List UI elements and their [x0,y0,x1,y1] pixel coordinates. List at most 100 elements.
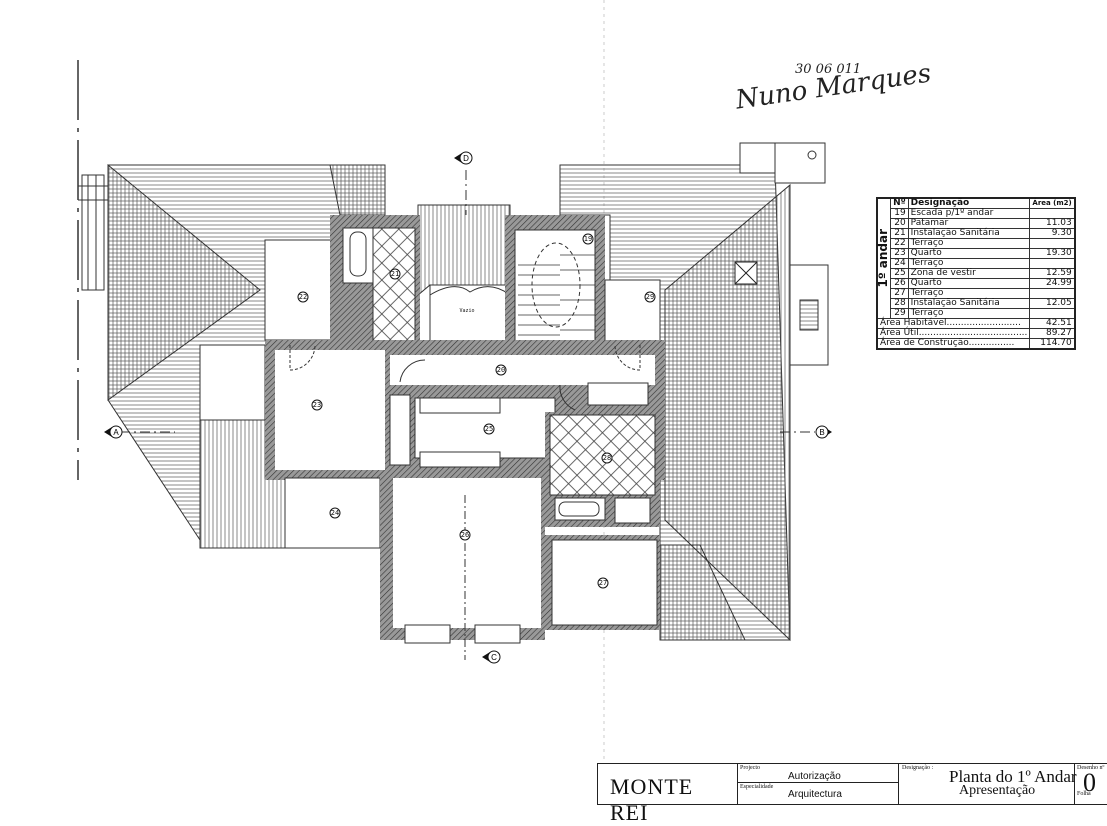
cell-num: 22 [890,238,909,249]
room-label-21: 21 [389,268,401,280]
cell-area [1029,258,1076,269]
svg-text:25: 25 [485,425,493,433]
total-value: 42.51 [1029,318,1076,329]
roof-center [417,204,511,297]
logo: MONTE REI [598,764,738,825]
cell-designation: Quarto [907,278,1031,289]
section-marker-a: A [104,425,123,439]
cell-area [1029,208,1076,219]
room-label-25: 25 [483,423,495,435]
area-table-header: 1º andar Nº Designação Área (m2) [876,197,1076,319]
cell-designation: Zona de vestir [907,268,1031,279]
specialty-label: Especialidade [740,784,774,790]
cell-area: 24.99 [1029,278,1076,289]
svg-text:A: A [113,428,119,437]
svg-text:23: 23 [313,401,321,409]
total-value: 114.70 [1029,338,1076,350]
room-label-24: 24 [329,507,341,519]
header-area: Área (m2) [1029,197,1076,209]
total-label: Área Habitável.......................... [876,318,1031,329]
project-value: Autorização [788,771,841,782]
section-marker-c: C [482,650,501,664]
drawing-no-label: Desenho nº [1077,765,1105,771]
cell-designation: Terraço [907,308,1031,319]
void-label: Vazio [459,308,474,314]
room-label-27: 27 [597,577,609,589]
chimney-right [739,142,829,366]
cell-num: 25 [890,268,909,279]
cell-designation: Escada p/1º andar [907,208,1031,219]
drawing-title: Planta do 1º Andar [949,767,1077,786]
svg-text:20: 20 [497,366,505,374]
floor-plan-drawing: A B C D 19 20 21 22 23 24 25 26 27 28 29… [77,0,832,760]
svg-text:26: 26 [461,531,469,539]
cell-num: 19 [890,208,909,219]
room-label-20: 20 [495,364,507,376]
svg-text:28: 28 [603,454,611,462]
cell-designation: Terraço [907,258,1031,269]
floor-label: 1º andar [876,198,891,319]
title-block: MONTE REI Projecto Autorização Especiali… [597,763,1107,825]
header-designation: Designação [907,197,1031,209]
svg-text:21: 21 [391,270,399,278]
sheet-label: Folha [1077,791,1091,797]
cell-area [1029,238,1076,249]
balcony-rail-left [78,174,108,291]
room-label-23: 23 [311,399,323,411]
svg-text:29: 29 [646,293,654,301]
section-marker-b: B [815,425,832,439]
cell-area: 12.05 [1029,298,1076,309]
cell-designation: Quarto [907,248,1031,259]
cell-area: 19.30 [1029,248,1076,259]
signature-date: 30 06 011 [795,62,862,77]
specialty-value: Arquitectura [788,789,842,800]
cell-area: 11.03 [1029,218,1076,229]
cell-num: 29 [890,308,909,319]
svg-text:27: 27 [599,579,607,587]
drawing-number: 0 [1083,768,1096,797]
drawing-subtitle: Apresentação [959,783,1036,798]
area-total-row: Área Habitável..........................… [876,318,1076,329]
cell-area: 12.59 [1029,268,1076,279]
room-label-28: 28 [601,452,613,464]
cell-area [1029,308,1076,319]
svg-text:19: 19 [584,235,592,243]
room-label-22: 22 [297,291,309,303]
total-label: Área de Construção................ [876,338,1031,350]
room-label-26: 26 [459,529,471,541]
svg-text:B: B [819,428,824,437]
cell-num: 27 [890,288,909,299]
header-num: Nº [890,197,909,209]
svg-text:D: D [463,154,469,163]
cell-area: 9.30 [1029,228,1076,239]
interior [264,215,665,660]
total-label: Área Útil...............................… [876,328,1031,339]
cell-designation: Patamar [907,218,1031,229]
cell-area [1029,288,1076,299]
area-total-row: Área de Construção................114.70 [876,338,1076,350]
cell-num: 24 [890,258,909,269]
svg-text:24: 24 [331,509,339,517]
svg-text:22: 22 [299,293,307,301]
cell-num: 23 [890,248,909,259]
total-value: 89.27 [1029,328,1076,339]
svg-text:C: C [491,653,497,662]
cell-num: 26 [890,278,909,289]
designation-label: Designação : [902,765,934,771]
cell-designation: Terraço [907,238,1031,249]
room-label-29: 29 [644,291,656,303]
cell-num: 28 [890,298,909,309]
area-total-row: Área Útil...............................… [876,328,1076,339]
